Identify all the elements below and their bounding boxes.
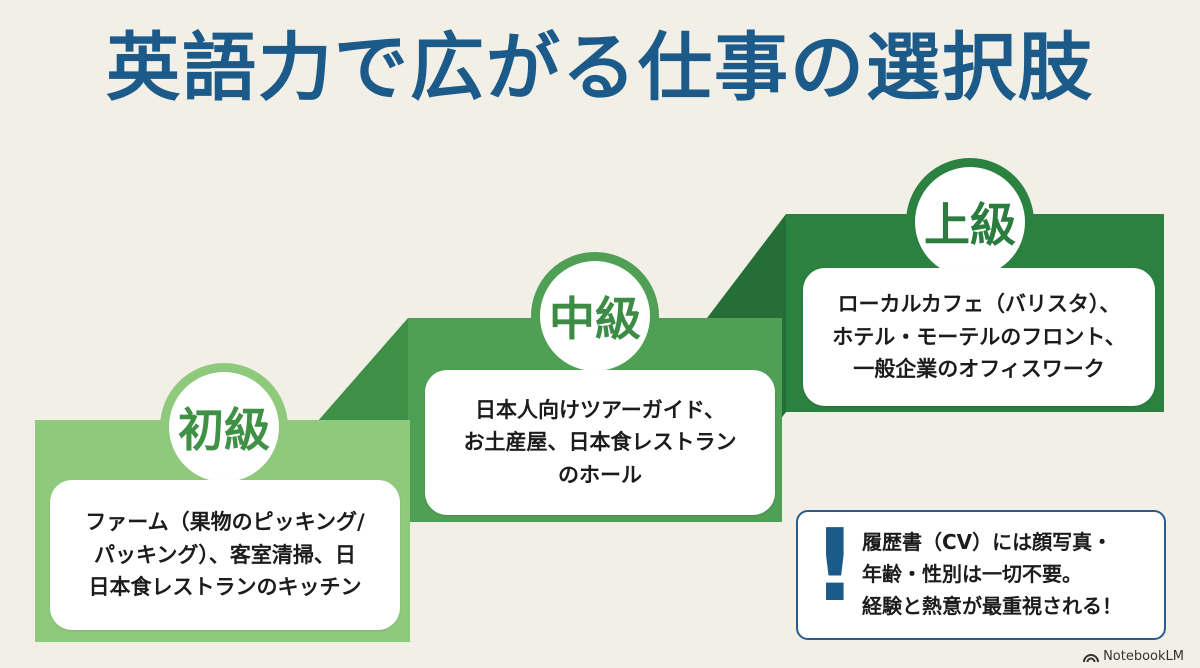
note-line: 経験と熱意が最重視される！: [862, 594, 1122, 618]
page-title: 英語力で広がる仕事の選択肢: [106, 25, 1094, 111]
cv-note-text: 履歴書（CV）には顔写真・ 年齢・性別は一切不要。 経験と熱意が最重視される！: [862, 526, 1122, 622]
cv-note-box: ! 履歴書（CV）には顔写真・ 年齢・性別は一切不要。 経験と熱意が最重視される…: [796, 510, 1166, 640]
notebooklm-logo-icon: [1083, 653, 1100, 662]
jobs-line: お土産屋、日本食レストラン: [463, 430, 737, 455]
badge-beginner: 初級: [160, 363, 288, 491]
jobs-line: 一般企業のオフィスワーク: [853, 357, 1105, 382]
footer-watermark: NotebookLM: [1083, 649, 1184, 664]
jobs-line: ホテル・モーテルのフロント、: [832, 324, 1126, 349]
jobs-card-beginner: ファーム（果物のピッキング/ パッキング）、客室清掃、日 日本食レストランのキッ…: [50, 480, 400, 630]
footer-brand: NotebookLM: [1103, 649, 1184, 664]
jobs-line: ファーム（果物のピッキング/: [85, 510, 365, 535]
jobs-text-beginner: ファーム（果物のピッキング/ パッキング）、客室清掃、日 日本食レストランのキッ…: [85, 506, 364, 604]
jobs-text-advanced: ローカルカフェ（バリスタ）、 ホテル・モーテルのフロント、 一般企業のオフィスワ…: [832, 288, 1126, 386]
exclamation-icon: !: [812, 507, 858, 624]
note-line: 年齢・性別は一切不要。: [862, 562, 1082, 586]
jobs-line: 日本食レストランのキッチン: [88, 575, 362, 600]
badge-advanced: 上級: [906, 158, 1034, 286]
jobs-card-advanced: ローカルカフェ（バリスタ）、 ホテル・モーテルのフロント、 一般企業のオフィスワ…: [803, 268, 1155, 406]
jobs-line: のホール: [558, 462, 642, 487]
note-line: 履歴書（CV）には顔写真・: [862, 530, 1113, 554]
jobs-text-intermediate: 日本人向けツアーガイド、 お土産屋、日本食レストラン のホール: [464, 394, 737, 492]
jobs-card-intermediate: 日本人向けツアーガイド、 お土産屋、日本食レストラン のホール: [425, 370, 775, 515]
jobs-line: 日本人向けツアーガイド、: [475, 397, 725, 422]
jobs-line: ローカルカフェ（バリスタ）、: [837, 292, 1121, 317]
badge-intermediate: 中級: [531, 252, 659, 380]
jobs-line: パッキング）、客室清掃、日: [94, 542, 356, 567]
